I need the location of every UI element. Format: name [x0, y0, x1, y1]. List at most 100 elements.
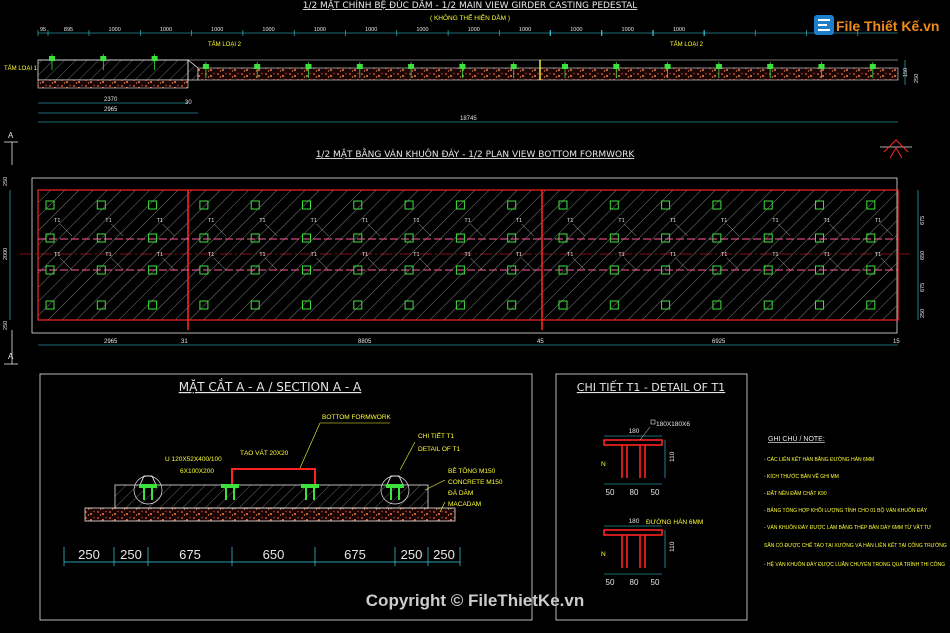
detail-tag-t1: T1: [157, 218, 163, 224]
anchor-plate: [455, 233, 465, 243]
detail-tag-t1: T1: [157, 252, 163, 258]
detail-width-dim: 180: [629, 428, 640, 435]
detail-tag-t1: T1: [824, 252, 830, 258]
label-concrete-en: CONCRETE M150: [448, 479, 503, 486]
note-7: - HỆ VÁN KHUÔN ĐÁY ĐƯỢC LUÂN CHUYỂN TRON…: [764, 560, 945, 568]
detail-tag-t1: T1: [105, 252, 111, 258]
anchor-plate: [148, 233, 158, 243]
detail-bottom-dim: 80: [630, 488, 639, 497]
section-title: MẶT CẮT A - A / SECTION A - A: [179, 378, 362, 394]
detail-tag-t1: T1: [259, 252, 265, 258]
note-1: - CÁC LIÊN KẾT HÀN BẰNG ĐƯỜNG HÀN 6MM: [764, 455, 874, 463]
anchor-plate: [353, 300, 363, 310]
detail-tag-t1: T1: [464, 252, 470, 258]
detail-tag-n: N: [601, 461, 606, 468]
detail-tag-t1: T1: [54, 218, 60, 224]
anchor-plate: [250, 200, 260, 210]
anchor-plate: [353, 200, 363, 210]
detail-tag-t1: T1: [516, 252, 522, 258]
anchor-plate: [199, 300, 209, 310]
detail-tag-t1: T1: [772, 218, 778, 224]
anchor-plate: [45, 300, 55, 310]
detail-tag-t1: T1: [362, 252, 368, 258]
top-dim-label: 1000: [160, 27, 172, 33]
anchor-plate: [404, 265, 414, 275]
anchor-plate: [199, 233, 209, 243]
detail-bottom-dim: 50: [606, 578, 615, 587]
bottom-dim-18745: 18745: [460, 116, 477, 122]
plan-bottom-dim-4: 45: [537, 339, 544, 345]
section-dim-label: 250: [120, 547, 142, 562]
detail-tag-t1: T1: [413, 252, 419, 258]
detail-title: CHI TIẾT T1 - DETAIL OF T1: [577, 380, 725, 394]
anchor-plate: [712, 300, 722, 310]
pedestal-taper: [187, 59, 199, 81]
detail-tag-t1: T1: [259, 218, 265, 224]
anchor-plate: [866, 200, 876, 210]
detail-height-dim: 110: [669, 451, 676, 462]
side-dim-2: 250: [914, 74, 920, 83]
note-5: - VÁN KHUÔN ĐÁY ĐƯỢC LÀM BẰNG THÉP BẢN D…: [764, 523, 932, 531]
plan-anchor-plates: [45, 200, 876, 310]
note-4: - BẢNG TỔNG HỢP KHỐI LƯỢNG TÍNH CHO 01 B…: [764, 507, 928, 514]
anchor-plate: [250, 233, 260, 243]
label-detail-en: DETAIL OF T1: [418, 446, 461, 453]
anchor-plate: [302, 233, 311, 243]
label-plate: 6X100X200: [180, 468, 214, 475]
detail-bottom-dim: 80: [630, 578, 639, 587]
notes-header: GHI CHÚ / NOTE:: [768, 434, 825, 443]
anchor-plate: [96, 200, 106, 210]
detail-tag-t1: T1: [721, 252, 727, 258]
section-anchor-plate: [139, 484, 157, 488]
detail-tag-t1: T1: [618, 252, 624, 258]
anchor-plate: [96, 265, 106, 275]
section-mark-letter-bottom: A: [8, 352, 14, 361]
section-concrete-block: [114, 484, 429, 509]
anchor-plate: [763, 300, 773, 310]
anchor-plate: [455, 200, 465, 210]
label-stone-vi: ĐÁ DĂM: [448, 488, 473, 497]
anchor-plate: [558, 300, 568, 310]
detail-bottom-dim: 50: [606, 488, 615, 497]
detail-height-dim: 110: [669, 541, 676, 552]
section-frame: [39, 373, 533, 621]
anchor-plate: [455, 265, 465, 275]
detail-tag-t1: T1: [567, 218, 573, 224]
anchor-plate: [763, 233, 773, 243]
plan-bottom-dim-1: 2965: [104, 339, 118, 345]
plan-detail-tags: T1T1T1T1T1T1T1T1T1T1T1T1T1T1T1T1T1T1T1T1…: [54, 218, 893, 271]
main-view: 1/2 MẶT CHÍNH BỆ ĐÚC DẦM - 1/2 MAIN VIEW…: [4, 0, 920, 123]
anchor-plate: [558, 233, 568, 243]
note-6: SẴN CÓ ĐƯỢC CHẾ TẠO TẠI XƯỞNG VÀ HÀN LIÊ…: [764, 541, 947, 549]
plate-label-2a: TẤM LOẠI 2: [208, 41, 242, 48]
detail-tag-t1: T1: [54, 252, 60, 258]
label-channel: U 120X52X400/100: [165, 456, 222, 463]
plan-right-dim-1: 675: [920, 216, 926, 225]
section-gravel-layer: [84, 507, 456, 522]
anchor-plate: [815, 200, 824, 210]
bottom-dim-2370: 2370: [104, 97, 118, 103]
plan-view-title: 1/2 MẶT BẰNG VÁN KHUÔN ĐÁY - 1/2 PLAN VI…: [316, 147, 636, 160]
anchor-plate: [661, 265, 671, 275]
anchor-plate: [199, 265, 209, 275]
detail-tag-t1: T1: [413, 218, 419, 224]
main-view-title: 1/2 MẶT CHÍNH BỆ ĐÚC DẦM - 1/2 MAIN VIEW…: [303, 0, 638, 11]
anchor-plate: [815, 265, 824, 275]
copyright-watermark: Copyright © FileThietKe.vn: [366, 591, 584, 610]
anchor-plate: [250, 265, 260, 275]
detail-tag-t1: T1: [772, 252, 778, 258]
plan-left-dim-3: 250: [3, 321, 9, 330]
section-mark-letter-top: A: [8, 131, 14, 140]
detail-tag-t1: T1: [824, 218, 830, 224]
anchor-plate: [609, 233, 619, 243]
top-dim-label: 1000: [622, 27, 634, 33]
detail-tag-t1: T1: [875, 252, 881, 258]
detail-tag-t1: T1: [567, 252, 573, 258]
bottom-dim-2965: 2965: [104, 107, 118, 113]
top-dim-label: 1000: [365, 27, 377, 33]
anchor-plate: [609, 300, 619, 310]
anchor-plate: [661, 233, 671, 243]
plan-right-dim-3: 675: [920, 283, 926, 292]
